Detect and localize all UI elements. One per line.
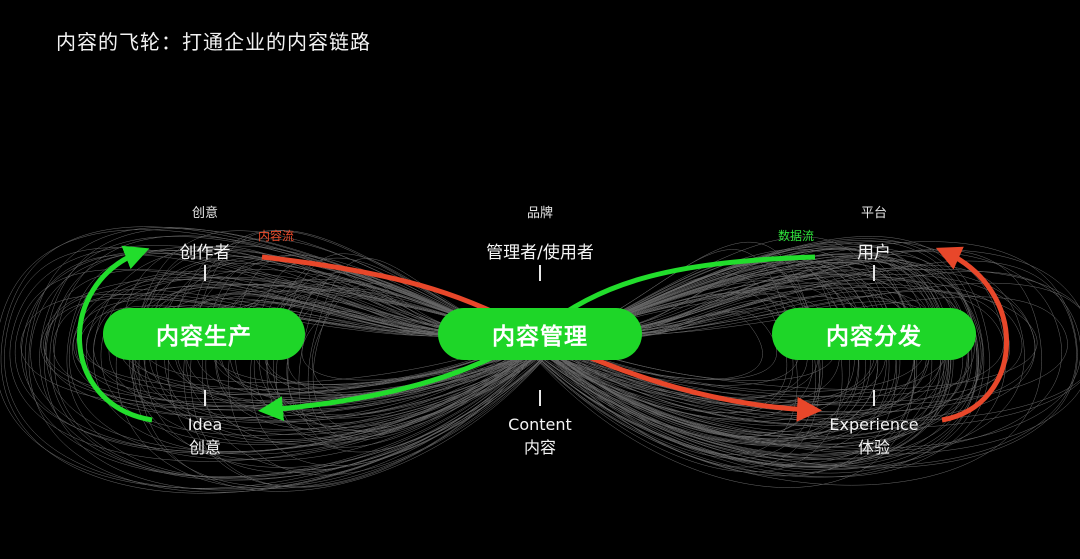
flow-strand — [15, 269, 561, 453]
left-top-tick — [204, 265, 206, 281]
right-cycle-arrow — [935, 246, 1009, 423]
flow-strand — [519, 268, 1080, 422]
flow-strand — [73, 299, 561, 401]
user-label: 用户 — [857, 243, 891, 263]
experience-label-cn: 体验 — [857, 438, 891, 457]
idea-label-en: Idea — [187, 415, 223, 434]
center-top-tick — [539, 265, 541, 281]
idea-label: Idea 创意 — [188, 413, 223, 459]
flow-strand — [45, 289, 561, 418]
content-distribution-pill: 内容分发 — [772, 308, 976, 360]
flow-strand — [519, 249, 1080, 455]
content-management-pill: 内容管理 — [438, 308, 642, 360]
flow-strand — [46, 269, 561, 452]
flow-strand — [519, 296, 1068, 406]
experience-label: Experience 体验 — [829, 413, 918, 459]
flow-strand — [312, 281, 561, 432]
manager-label: 管理者/使用者 — [486, 243, 594, 263]
center-category-label: 品牌 — [526, 206, 554, 221]
center-bottom-tick — [539, 390, 541, 406]
data-flow-label: 数据流 — [778, 229, 815, 243]
flow-strand — [519, 249, 1042, 486]
content-label-en: Content — [508, 415, 572, 434]
flow-strand — [519, 283, 1080, 429]
content-label-cn: 内容 — [523, 438, 557, 457]
right-top-tick — [873, 265, 875, 281]
flow-strand — [519, 279, 1023, 404]
left-category-label: 创意 — [191, 206, 219, 221]
content-flow-label: 内容流 — [258, 229, 295, 243]
creator-label: 创作者 — [179, 243, 231, 263]
left-bottom-tick — [204, 390, 206, 406]
left-cycle-arrow — [77, 245, 153, 423]
right-bottom-tick — [873, 390, 875, 406]
right-category-label: 平台 — [860, 206, 888, 221]
flow-strand — [298, 269, 561, 453]
flow-strand — [519, 268, 1036, 423]
idea-label-cn: 创意 — [188, 438, 221, 457]
content-production-pill: 内容生产 — [103, 308, 305, 360]
page-title: 内容的飞轮：打通企业的内容链路 — [56, 30, 371, 54]
experience-label-en: Experience — [829, 415, 919, 434]
content-label: Content 内容 — [508, 413, 572, 459]
flow-strand — [79, 305, 561, 390]
